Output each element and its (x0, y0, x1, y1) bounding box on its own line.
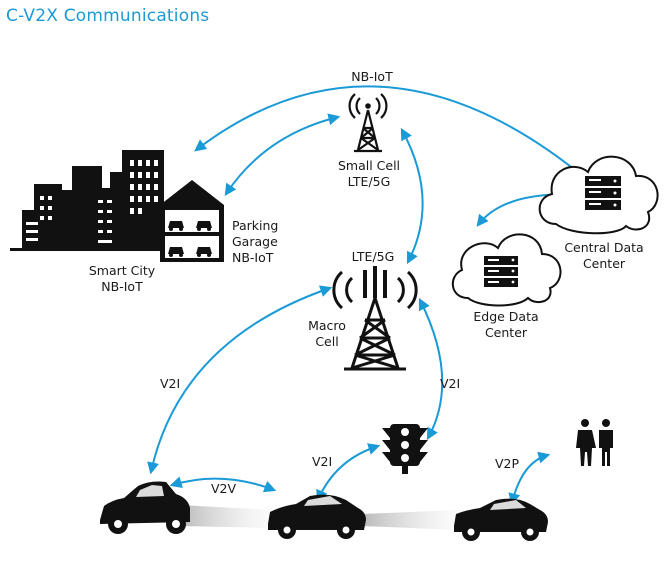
macro-cell-tower-icon (332, 266, 418, 371)
v2v-label: V2V (211, 481, 237, 496)
server-rack-icon (484, 256, 518, 287)
edge-data-center-icon (452, 233, 562, 307)
parking-label-1: Parking (232, 218, 278, 233)
parking-label-2: Garage (232, 234, 278, 249)
beams (180, 505, 458, 530)
v2i-right-label: V2I (440, 376, 460, 391)
small-cell-tower-icon (348, 93, 388, 153)
arrow-v2i-right (418, 297, 444, 441)
suv-car-icon (100, 481, 190, 534)
smart-city-label: Smart City (89, 263, 156, 278)
pedestrians-icon (576, 419, 613, 466)
v2i-left-label: V2I (160, 376, 180, 391)
parking-label-3: NB-IoT (232, 250, 274, 265)
small-cell-label: Small Cell (338, 158, 400, 173)
macro-label-2: Cell (315, 334, 338, 349)
nbiot-top-label: NB-IoT (351, 69, 393, 84)
arrow-smallcell-macro (400, 127, 424, 265)
arrow-v2p (508, 451, 551, 506)
central-data-center-label-2: Center (583, 256, 626, 271)
parking-garage-icon (160, 180, 224, 262)
arrow-v2i-mid (316, 443, 381, 503)
v2p-label: V2P (495, 456, 520, 471)
macro-tech-label: LTE/5G (352, 249, 395, 264)
traffic-light-icon (382, 424, 428, 474)
sedan-car-icon (268, 494, 366, 539)
central-data-center-label-1: Central Data (564, 240, 643, 255)
small-cell-tech-label: LTE/5G (348, 174, 391, 189)
coupe-car-icon (454, 498, 548, 541)
arrow-v2i-left (147, 285, 333, 475)
smart-city-buildings-icon (10, 150, 170, 251)
smart-city-tech-label: NB-IoT (101, 279, 143, 294)
v2i-mid-label: V2I (312, 454, 332, 469)
edge-data-center-label-1: Edge Data (473, 309, 538, 324)
macro-label-1: Macro (308, 318, 346, 333)
server-rack-icon (585, 176, 621, 210)
arrow-v2v (169, 476, 277, 493)
arrow-parking-smallcell (224, 113, 341, 197)
page-title: C-V2X Communications (6, 6, 210, 26)
edge-data-center-label-2: Center (485, 325, 528, 340)
central-data-center-icon (538, 155, 659, 235)
